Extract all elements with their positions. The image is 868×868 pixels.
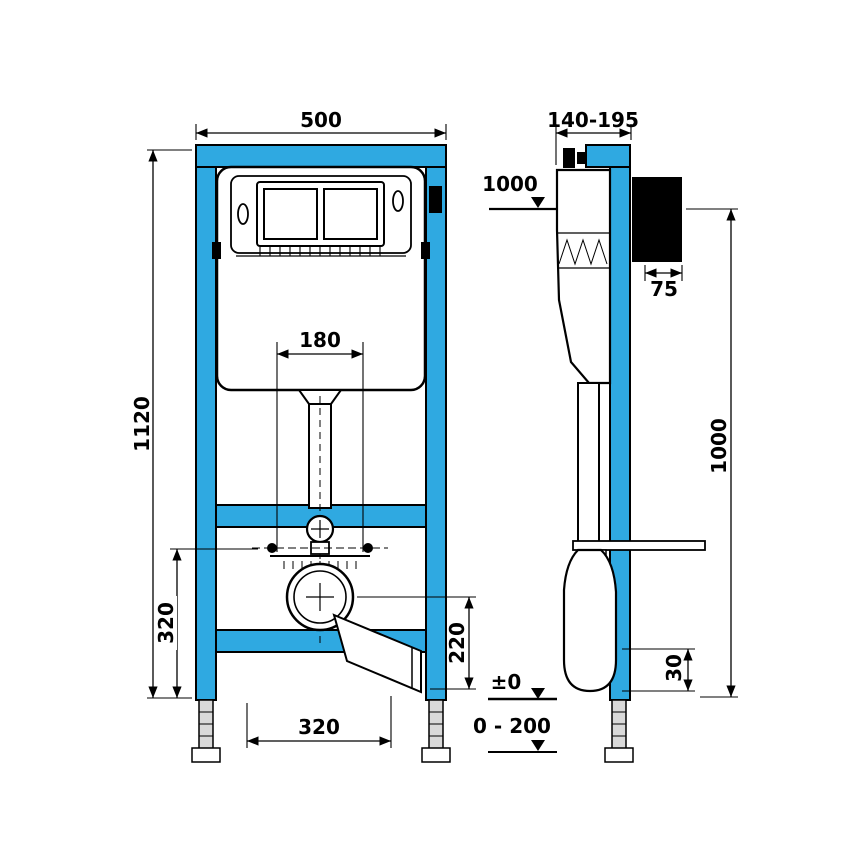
dim-label-1120: 1120 (130, 396, 154, 452)
dim-bottom-span: 320 (246, 696, 392, 748)
dim-label-140-195: 140-195 (547, 108, 639, 132)
foot-rod-side (611, 699, 627, 751)
foot-rod-right (428, 699, 444, 751)
dim-front-height: 1120 (130, 149, 192, 699)
dim-label-1000-level: 1000 (482, 172, 538, 196)
foot-plate-side (604, 747, 634, 763)
waste-bend-side (562, 548, 618, 693)
floor-adjust-marker: 0 - 200 (473, 714, 557, 753)
front-view (191, 144, 451, 763)
dim-outlet-offset: 30 (622, 648, 695, 692)
flush-button-left (263, 188, 318, 240)
outlet-assembly-front (252, 514, 422, 694)
level-marker-1000: 1000 (482, 172, 556, 211)
front-top-bar (195, 144, 447, 168)
side-view (555, 144, 706, 763)
clip-right (421, 242, 430, 259)
floor-level-marker: ±0 (488, 670, 557, 701)
flush-pipe-side (577, 382, 600, 544)
rail-bracket (429, 186, 442, 213)
support-bar (572, 540, 706, 551)
fixing-bolt-right (363, 543, 373, 553)
side-dimensions: 140-195 1000 75 1000 30 ±0 (473, 108, 738, 753)
fixing-bolt-left (267, 543, 277, 553)
fill-valve (563, 148, 586, 168)
level-triangle-adjust (531, 740, 545, 751)
dim-outlet-height: 220 (357, 596, 476, 690)
hatch-zigzag (558, 238, 608, 266)
front-right-rail (425, 144, 447, 701)
dim-label-320-left: 320 (154, 602, 178, 644)
clip-left (212, 242, 221, 259)
front-left-rail (195, 144, 217, 701)
side-slot-right (392, 190, 404, 212)
side-slot-left (237, 203, 249, 225)
front-feet (191, 699, 451, 763)
dim-block-depth: 75 (644, 265, 683, 301)
cistern-front (212, 165, 442, 392)
dim-label-75: 75 (650, 277, 678, 301)
dim-flush-span: 180 (276, 328, 364, 552)
level-triangle-top (531, 197, 545, 208)
dim-front-width: 500 (195, 108, 447, 140)
foot-plate-right (421, 747, 451, 763)
dim-label-0-200: 0 - 200 (473, 714, 551, 738)
dim-side-height: 1000 (686, 208, 738, 698)
dim-label-zero: ±0 (491, 670, 522, 694)
side-top-bar (585, 144, 631, 168)
dim-label-320-bottom: 320 (298, 715, 340, 739)
front-dimensions: 500 1120 180 320 220 (130, 108, 476, 748)
dim-label-180: 180 (299, 328, 341, 352)
cistern-side (555, 168, 612, 385)
dim-depth-range: 140-195 (547, 108, 639, 165)
level-triangle-floor (531, 688, 545, 699)
dim-lower-section: 320 (154, 548, 258, 698)
foot-plate-left (191, 747, 221, 763)
waste-bend-pipe (332, 613, 422, 694)
dim-label-220: 220 (445, 622, 469, 664)
flush-button-right (323, 188, 378, 240)
dim-label-1000-side: 1000 (707, 418, 731, 474)
dim-label-500: 500 (300, 108, 342, 132)
side-foot (604, 699, 634, 763)
dim-label-30: 30 (662, 654, 686, 682)
wall-mount-block (632, 177, 682, 262)
foot-rod-left (198, 699, 214, 751)
